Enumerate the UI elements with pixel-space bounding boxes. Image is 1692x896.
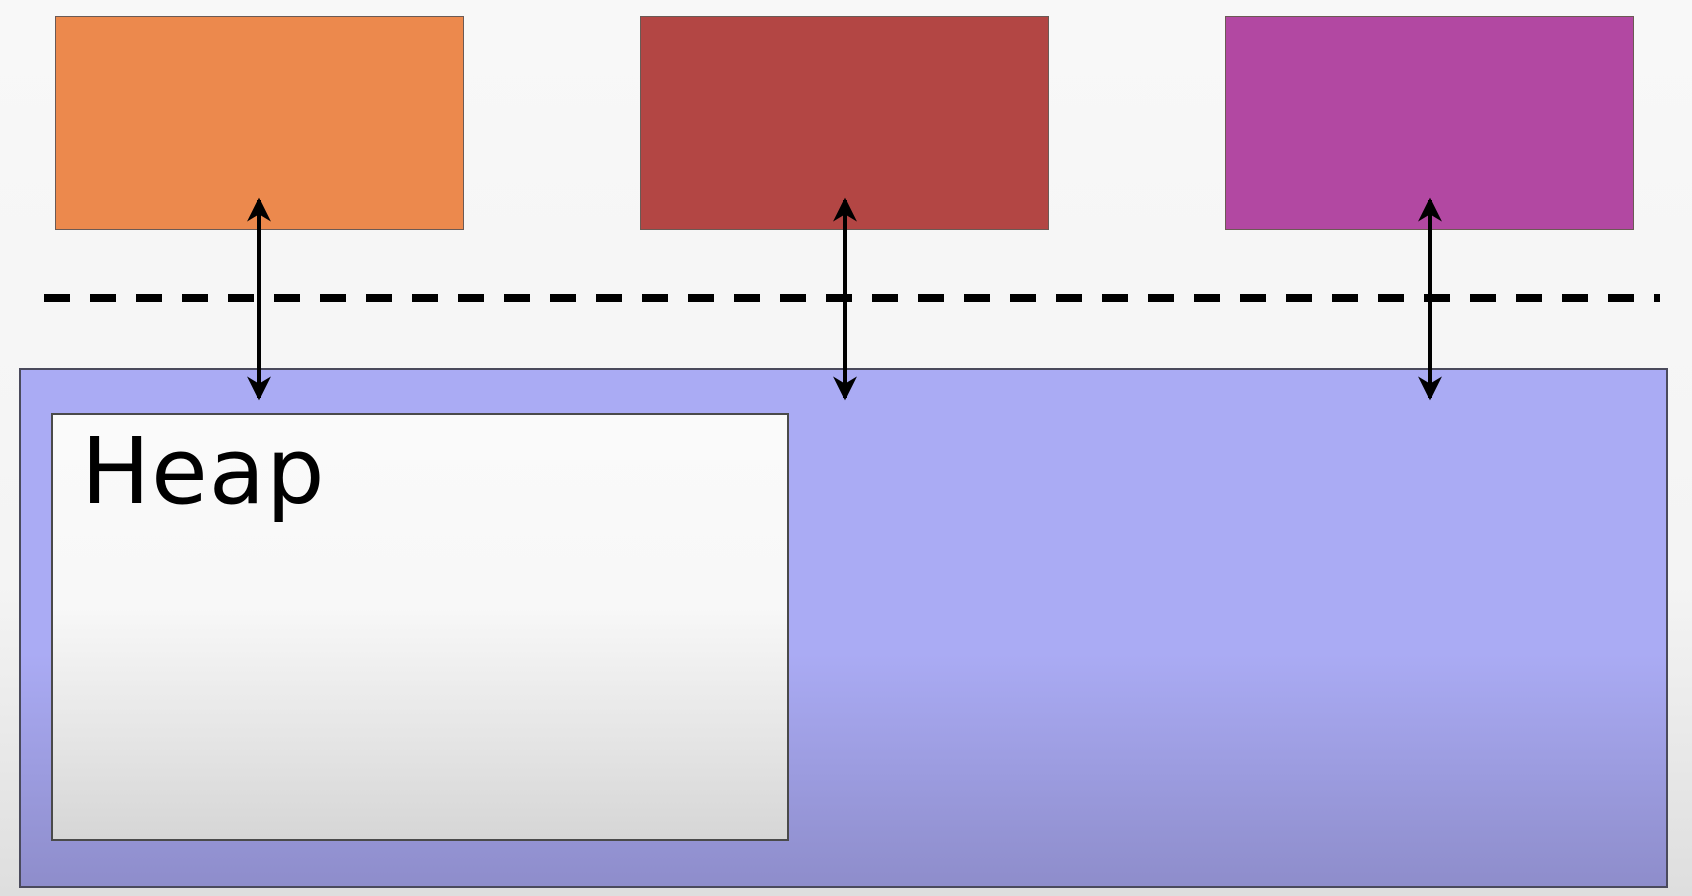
heap-label: Heap xyxy=(81,418,326,525)
process-box-1 xyxy=(55,16,464,230)
heap-box: Heap xyxy=(51,413,789,841)
process-box-3 xyxy=(1225,16,1634,230)
process-box-2 xyxy=(640,16,1049,230)
